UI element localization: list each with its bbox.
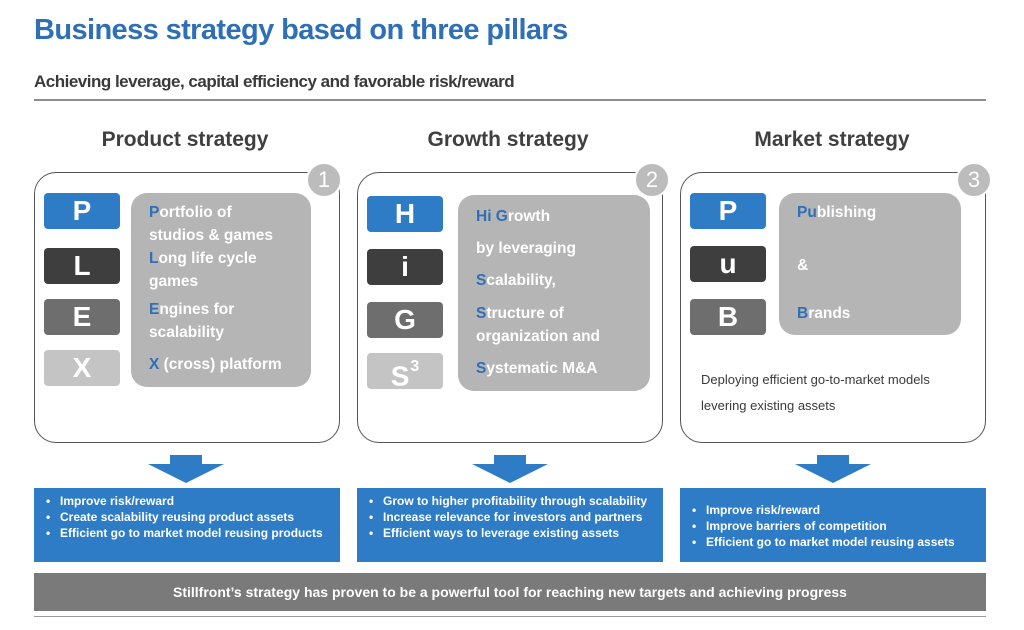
desc-line: X (cross) platform: [149, 356, 282, 373]
desc-line: Engines for: [149, 301, 235, 318]
letter-h: H: [367, 196, 443, 232]
product-strategy-box: P L E X Portfolio of studios & games Lon…: [34, 172, 340, 443]
market-note-line: levering existing assets: [701, 398, 836, 413]
letter-p: P: [690, 193, 766, 229]
footer-divider: [34, 616, 986, 617]
down-arrow-icon: [795, 455, 871, 483]
letter-i: i: [367, 249, 443, 285]
letter-u: u: [690, 246, 766, 282]
benefit-item: Improve barriers of competition: [690, 518, 978, 534]
benefit-item: Improve risk/reward: [690, 502, 978, 518]
benefit-item: Grow to higher profitability through sca…: [367, 493, 655, 509]
desc-line: scalability: [149, 324, 224, 341]
desc-line: Portfolio of: [149, 204, 232, 221]
page-subtitle: Achieving leverage, capital efficiency a…: [34, 72, 515, 91]
down-arrow-icon: [148, 455, 224, 483]
desc-line: Scalability,: [476, 272, 556, 289]
desc-line: &: [797, 257, 809, 274]
growth-strategy-description: Hi Growth by leveraging Scalability, Str…: [458, 195, 650, 391]
product-benefits-box: Improve risk/reward Create scalability r…: [34, 488, 340, 562]
desc-line: games: [149, 273, 199, 290]
benefit-item: Increase relevance for investors and par…: [367, 509, 655, 525]
page-title: Business strategy based on three pillars: [34, 14, 568, 46]
product-strategy-description: Portfolio of studios & games Long life c…: [131, 193, 311, 387]
letter-l: L: [44, 248, 120, 284]
down-arrow-icon: [472, 455, 548, 483]
letter-s-cubed: S3: [367, 353, 443, 391]
desc-line: Brands: [797, 305, 851, 322]
growth-benefits-box: Grow to higher profitability through sca…: [357, 488, 663, 562]
pillar-number-badge: 1: [306, 162, 342, 198]
market-strategy-heading: Market strategy: [754, 128, 910, 151]
benefit-item: Efficient ways to leverage existing asse…: [367, 525, 655, 541]
desc-line: by leveraging: [476, 240, 576, 257]
growth-strategy-box: H i G S3 Hi Growth by leveraging Scalabi…: [357, 172, 663, 443]
desc-line: Long life cycle: [149, 250, 257, 267]
growth-strategy-heading: Growth strategy: [427, 128, 589, 151]
letter-p: P: [44, 193, 120, 229]
strategy-summary-banner: Stillfront’s strategy has proven to be a…: [34, 573, 986, 611]
market-strategy-box: P u B Publishing & Brands Deploying effi…: [680, 172, 986, 443]
pillar-number-badge: 3: [956, 162, 992, 198]
desc-line: Hi Growth: [476, 208, 551, 225]
benefit-item: Efficient go to market model reusing ass…: [690, 534, 978, 550]
benefit-item: Efficient go to market model reusing pro…: [44, 525, 332, 541]
letter-e: E: [44, 299, 120, 335]
pillar-number-badge: 2: [634, 162, 670, 198]
header-divider: [34, 99, 986, 101]
benefit-item: Create scalability reusing product asset…: [44, 509, 332, 525]
desc-line: organization and: [476, 328, 600, 345]
desc-line: studios & games: [149, 227, 274, 244]
letter-b: B: [690, 299, 766, 335]
market-note-line: Deploying efficient go-to-market models: [701, 372, 930, 387]
market-benefits-box: Improve risk/reward Improve barriers of …: [680, 488, 986, 562]
desc-line: Publishing: [797, 204, 877, 221]
letter-g: G: [367, 302, 443, 338]
desc-line: Systematic M&A: [476, 360, 598, 377]
benefit-item: Improve risk/reward: [44, 493, 332, 509]
market-strategy-description: Publishing & Brands: [779, 193, 961, 335]
desc-line: Structure of: [476, 305, 564, 322]
letter-x: X: [44, 350, 120, 386]
product-strategy-heading: Product strategy: [101, 128, 269, 151]
